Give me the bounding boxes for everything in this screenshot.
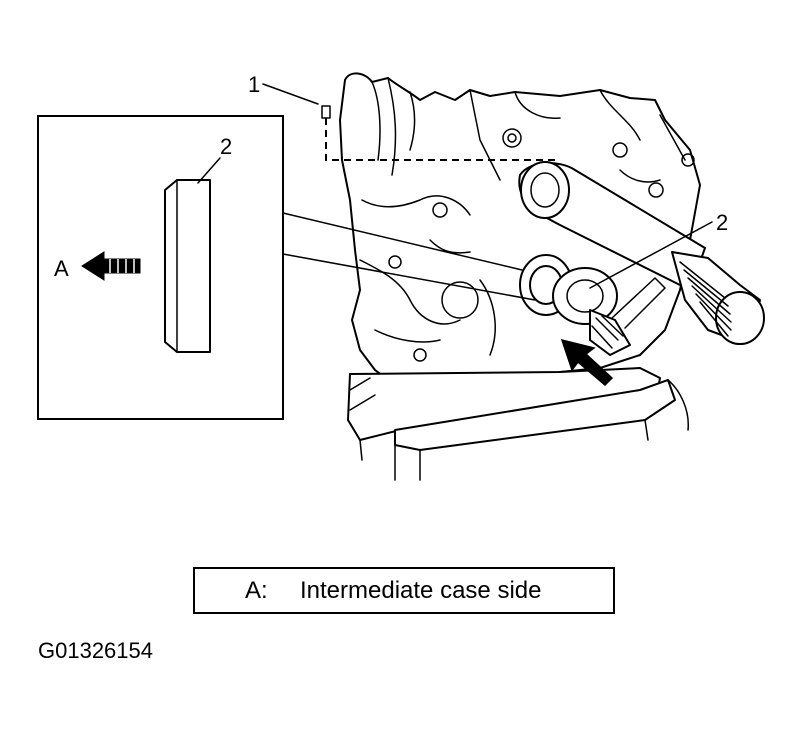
figure-id: G01326154 — [38, 638, 153, 663]
transmission-case-illustration — [339, 72, 765, 481]
legend-key: A: — [245, 577, 268, 604]
seal-cross-section — [164, 179, 211, 353]
part1-leader — [262, 83, 560, 161]
callout-part-2-main: 2 — [716, 210, 728, 235]
callout-direction-a: A — [54, 256, 69, 281]
callout-part-1: 1 — [248, 72, 260, 97]
callout-part-2-inset: 2 — [220, 134, 232, 159]
detail-inset — [37, 115, 284, 420]
push-direction-arrow — [560, 338, 614, 387]
part2-main-leader — [589, 221, 713, 289]
legend-box: A: Intermediate case side — [193, 567, 615, 614]
legend-description: Intermediate case side — [300, 577, 541, 604]
inset-projection-lines — [282, 212, 536, 301]
